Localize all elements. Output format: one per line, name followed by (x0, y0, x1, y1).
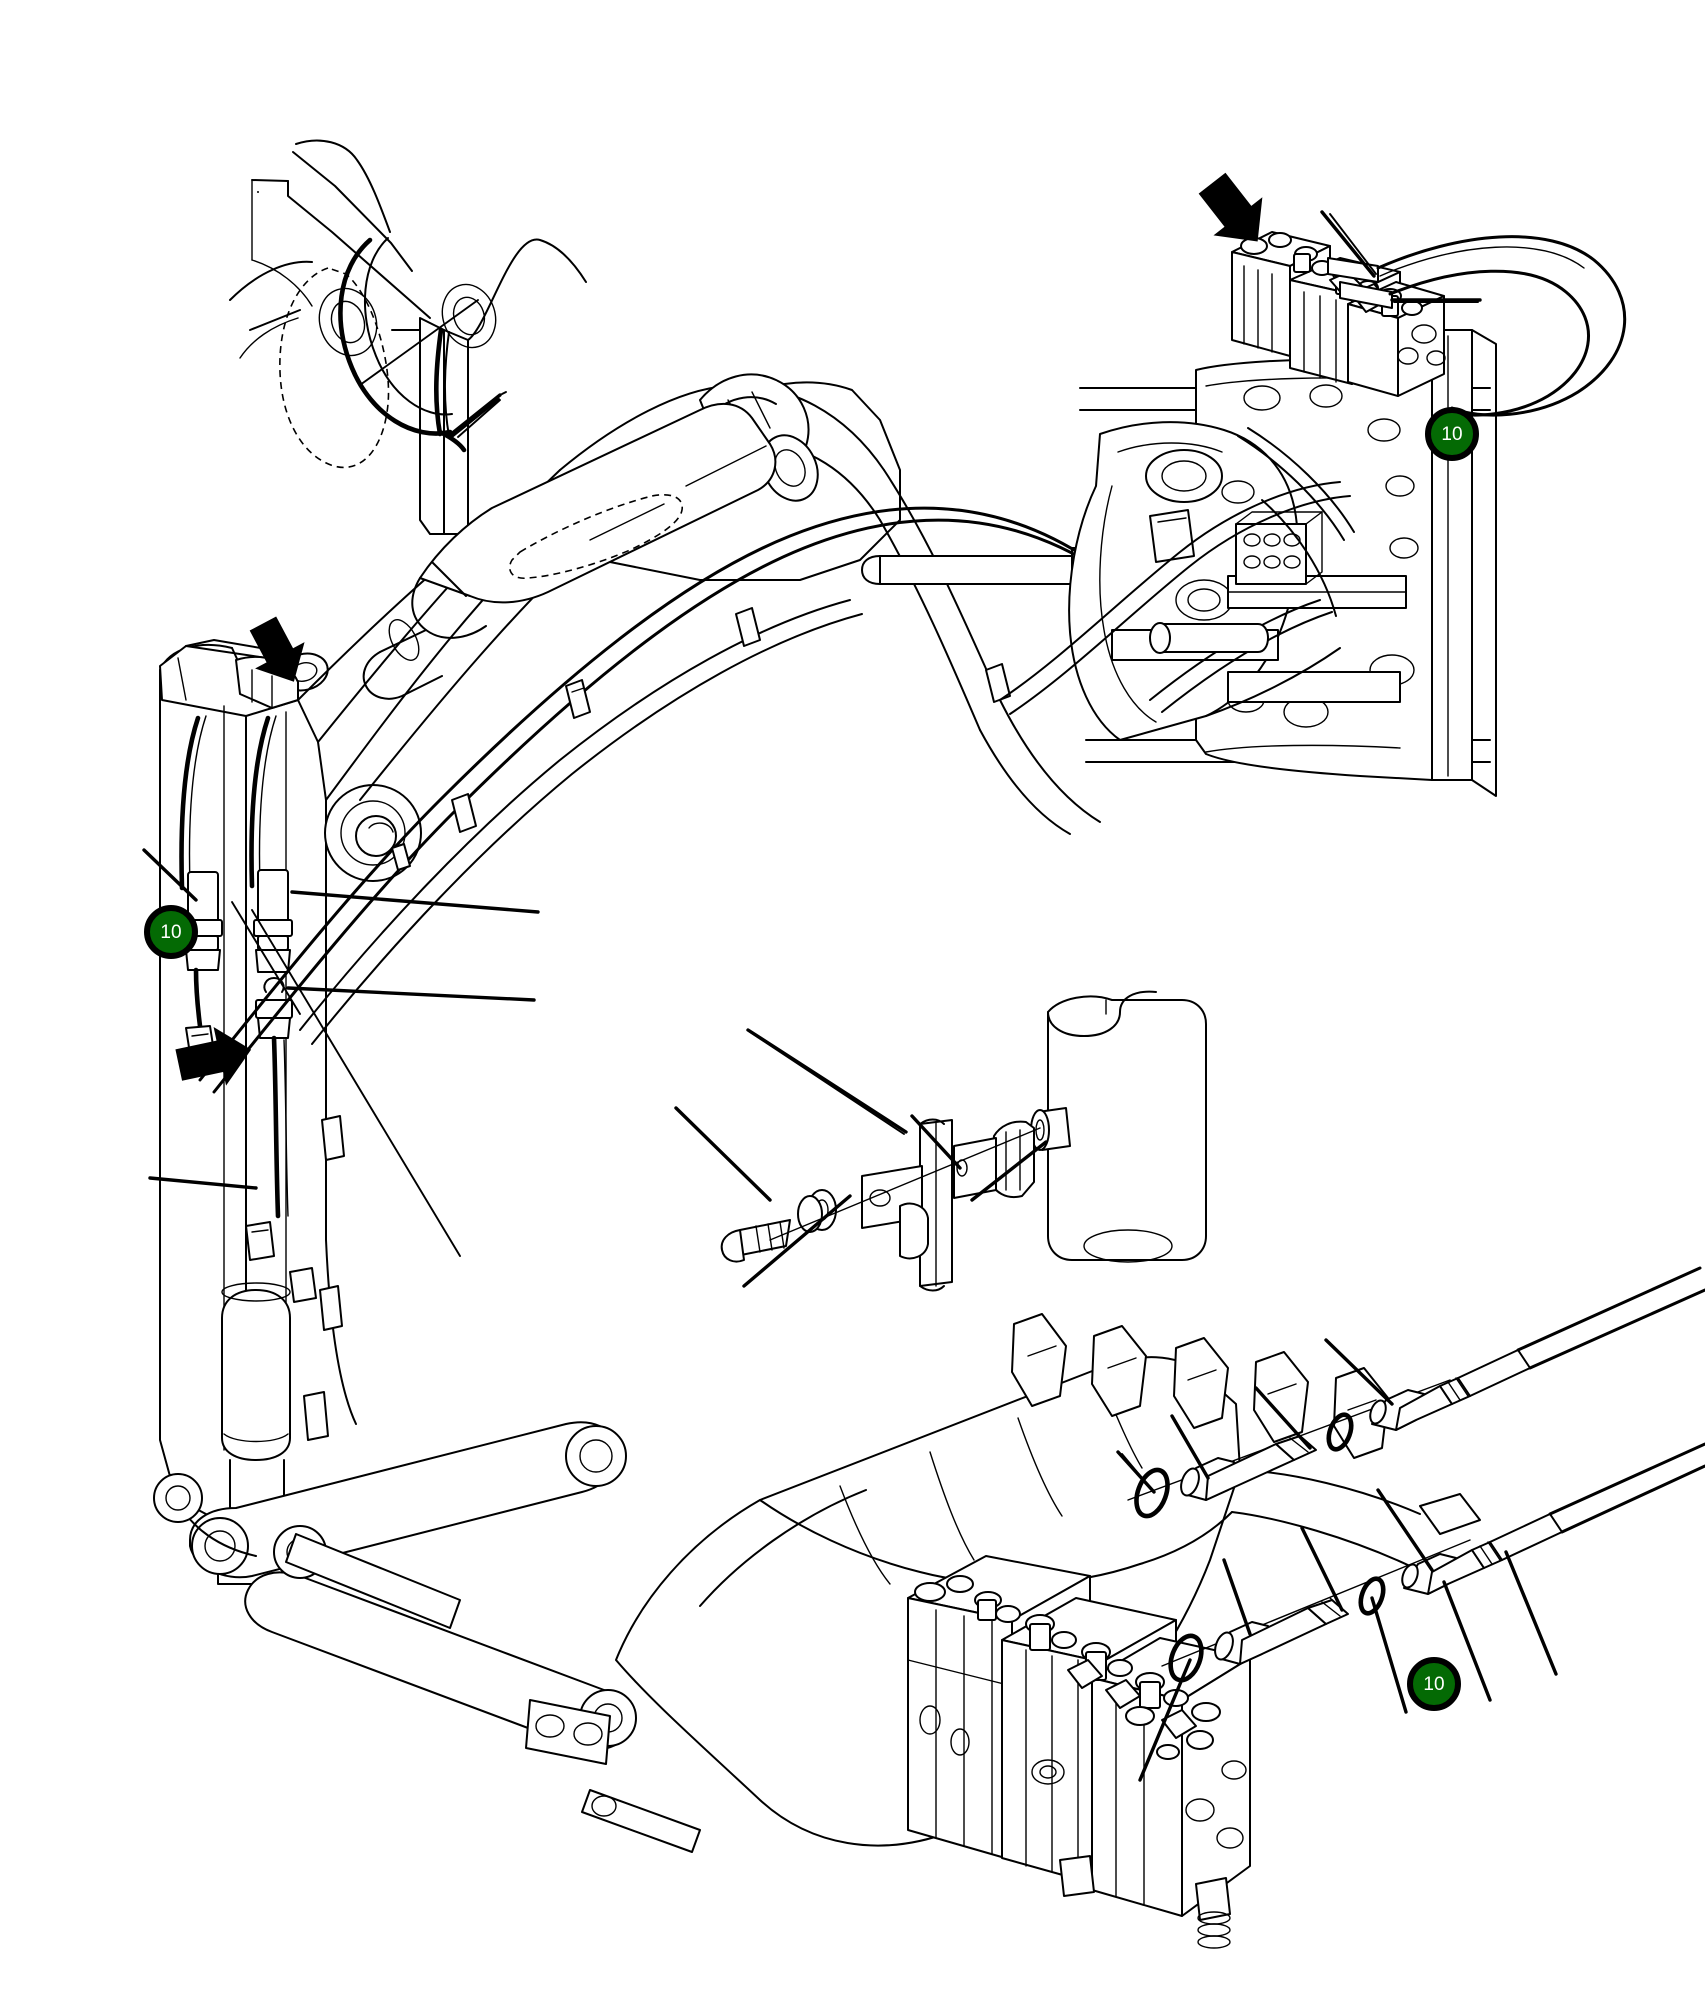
pointer-arrows (175, 172, 1263, 1086)
callout-badge-upper-right[interactable]: 10 (1425, 407, 1479, 461)
hose-clamp-detail (674, 990, 1207, 1292)
control-valve-exploded (907, 1266, 1705, 1949)
arrow-valve-top (1198, 172, 1263, 242)
adapter-lower (1214, 1597, 1349, 1665)
arrow-arm-hose (175, 1026, 252, 1086)
control-valve-top-right (1231, 210, 1627, 417)
callout-badge-valve-block[interactable]: 10 (1407, 1657, 1461, 1711)
callout-badge-arm-fittings[interactable]: 10 (144, 905, 198, 959)
boom-foot-and-frame (999, 329, 1497, 797)
detail-inset-top-left (229, 139, 587, 535)
hose-end-upper (1369, 1266, 1705, 1431)
bucket-and-linkage (153, 1282, 1481, 1853)
arrow-arm-top (249, 616, 305, 682)
hose-fitting-upper-right (253, 869, 293, 973)
boom-cylinder (362, 402, 777, 700)
